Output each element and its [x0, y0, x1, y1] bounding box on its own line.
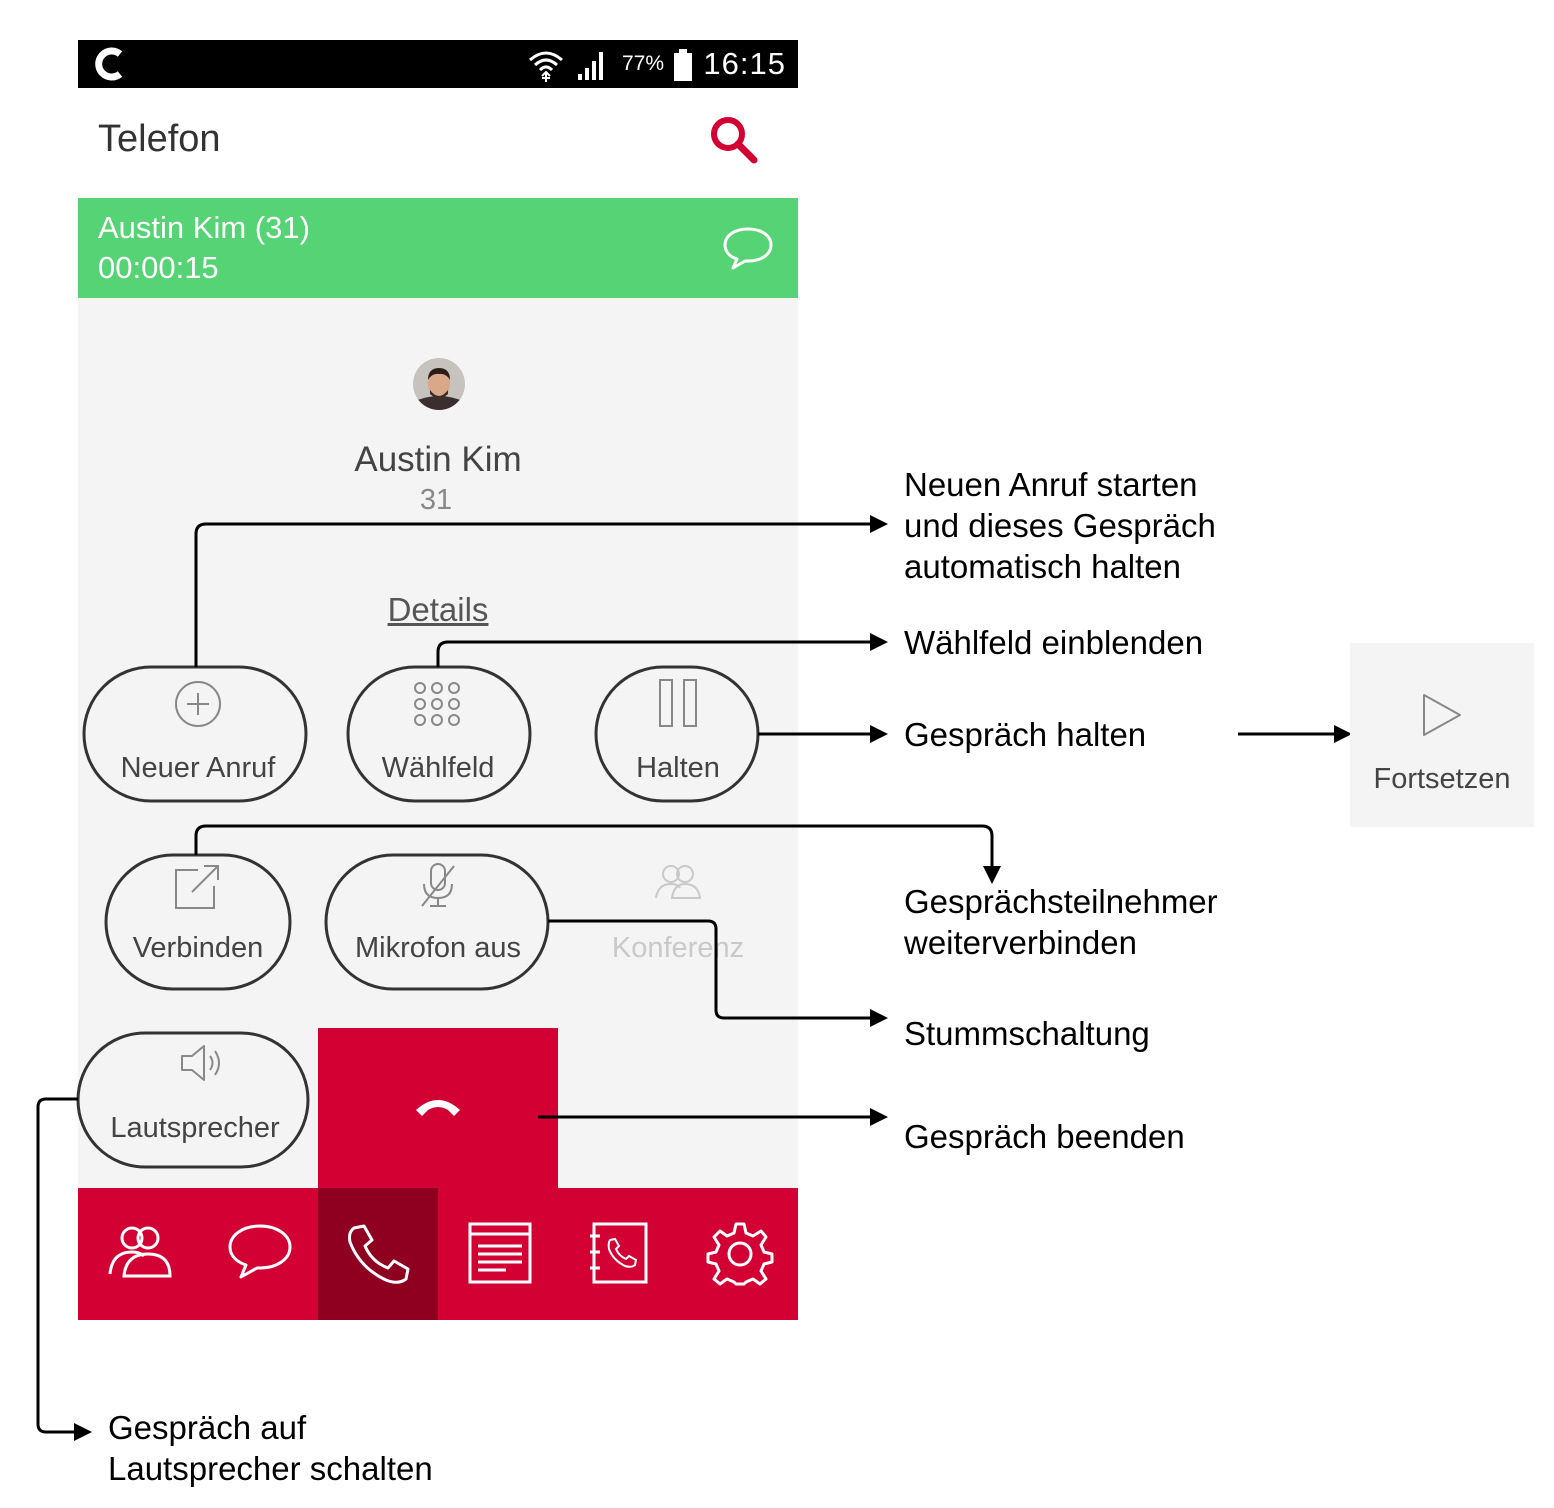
battery-icon [672, 48, 694, 87]
transfer-label: Verbinden [132, 932, 264, 964]
pause-icon [658, 678, 698, 733]
mute-label: Mikrofon aus [354, 932, 521, 964]
arrowhead-transfer [983, 866, 1001, 884]
bottom-nav [78, 1188, 798, 1320]
caller-name: Austin Kim [354, 440, 522, 479]
hangup-icon [412, 1092, 464, 1127]
arrowhead-speaker [74, 1423, 92, 1441]
active-call-bar[interactable]: Austin Kim (31) 00:00:15 [78, 198, 798, 298]
phone-screen: Telefon Austin Kim (31) 00:00:15 Austin … [78, 88, 798, 1320]
status-time: 16:15 [703, 46, 786, 81]
hold-outline [594, 665, 760, 803]
page-title: Telefon [98, 118, 221, 160]
mute-button[interactable]: Mikrofon aus [328, 856, 548, 990]
new-call-button[interactable]: Neuer Anruf [88, 666, 308, 800]
arrowhead-hangup [870, 1108, 888, 1126]
dialpad-label: Wählfeld [381, 752, 495, 784]
note-dialpad: Wählfeld einblenden [904, 624, 1204, 661]
chat-bubble-icon[interactable] [720, 224, 776, 277]
tab-phonebook[interactable] [558, 1188, 678, 1320]
search-icon[interactable] [708, 114, 760, 171]
play-icon [1420, 691, 1464, 744]
microphone-off-icon [416, 862, 460, 915]
note-hold: Gespräch halten [904, 716, 1147, 753]
speaker-button[interactable]: Lautsprecher [82, 1034, 308, 1168]
conference-icon [652, 862, 704, 907]
speaker-label: Lautsprecher [110, 1112, 280, 1144]
arrowhead-resume [1334, 725, 1352, 743]
note-speaker: Gespräch auf Lautsprecher schalten [108, 1409, 433, 1487]
tab-phone[interactable] [318, 1188, 438, 1320]
tab-contacts[interactable] [78, 1188, 198, 1320]
signal-icon [574, 48, 610, 87]
hold-label: Halten [636, 752, 720, 784]
note-transfer: Gesprächsteilnehmer weiterverbinden [904, 883, 1218, 961]
resume-label: Fortsetzen [1373, 763, 1511, 795]
battery-percent: 77% [622, 52, 665, 75]
note-mute: Stummschaltung [904, 1015, 1150, 1052]
hangup-button[interactable] [318, 1028, 558, 1188]
mute-outline [324, 853, 550, 991]
arrowhead-dialpad [870, 633, 888, 651]
connector-mute [548, 919, 872, 1020]
active-call-header: Austin Kim (31) [98, 210, 310, 245]
connector-new-call [194, 522, 872, 667]
tab-chat[interactable] [198, 1188, 318, 1320]
avatar [413, 358, 465, 410]
new-call-outline [82, 665, 308, 803]
note-hangup: Gespräch beenden [904, 1118, 1185, 1155]
conference-button[interactable]: Konferenz [588, 856, 768, 990]
arrowhead-hold [870, 725, 888, 743]
connector-transfer [194, 824, 994, 868]
connector-dialpad [436, 640, 872, 667]
conference-label: Konferenz [611, 932, 745, 964]
new-call-label: Neuer Anruf [120, 752, 276, 784]
arrowhead-mute [870, 1009, 888, 1027]
speaker-icon [178, 1040, 224, 1091]
transfer-outline [104, 853, 292, 991]
transfer-button[interactable]: Verbinden [108, 856, 288, 990]
hold-button[interactable]: Halten [598, 666, 758, 800]
connector-speaker [36, 1097, 78, 1434]
plus-circle-icon [174, 680, 222, 733]
details-link[interactable]: Details [387, 591, 489, 628]
wifi-icon [526, 46, 566, 89]
dialpad-icon [412, 680, 462, 733]
speaker-outline [76, 1031, 310, 1169]
arrowhead-new-call [870, 515, 888, 533]
caller-number: 31 [419, 484, 453, 516]
transfer-icon [172, 860, 222, 915]
note-new-call: Neuen Anruf starten und dieses Gespräch … [904, 466, 1216, 585]
tab-journal[interactable] [438, 1188, 558, 1320]
dialpad-button[interactable]: Wählfeld [350, 666, 526, 800]
resume-button[interactable]: Fortsetzen [1350, 643, 1534, 827]
dialpad-outline [346, 665, 532, 803]
app-bar: Telefon [78, 88, 798, 198]
status-bar: 77% 16:15 [78, 40, 798, 88]
tab-settings[interactable] [678, 1188, 798, 1320]
app-logo-icon [90, 44, 130, 89]
call-duration: 00:00:15 [98, 250, 219, 285]
